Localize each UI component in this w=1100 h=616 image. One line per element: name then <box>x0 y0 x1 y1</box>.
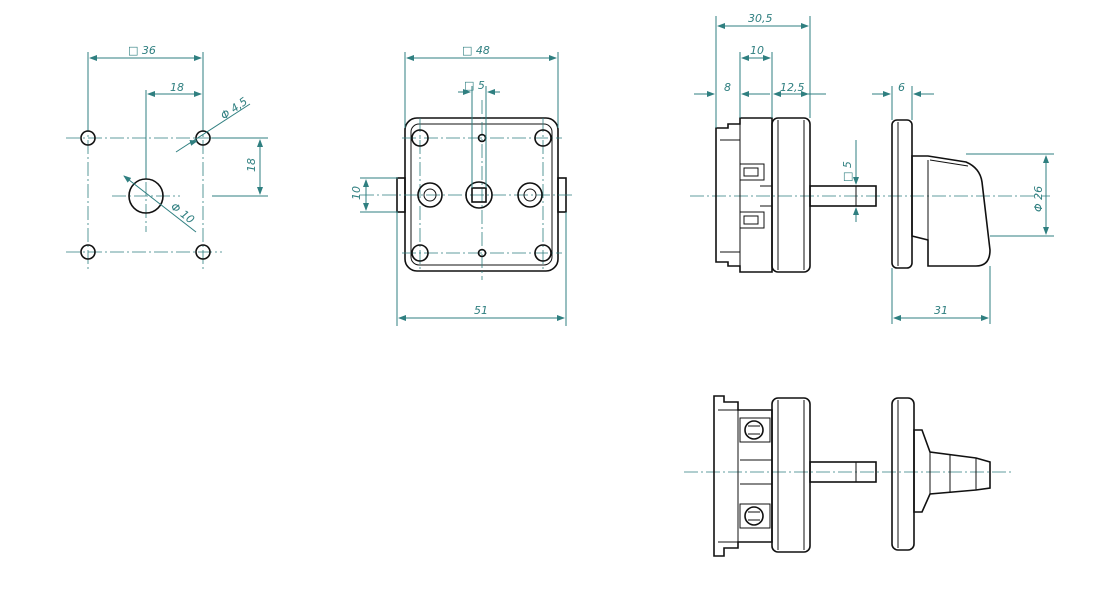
dim-side-base: 8 <box>724 81 731 94</box>
dim-front-shaft-square: □ 5 <box>464 79 485 92</box>
dim-front-square: □ 48 <box>462 44 490 57</box>
switch-body <box>715 117 773 273</box>
front-hole-top-right <box>534 129 552 147</box>
top-view <box>684 395 1014 557</box>
mount-center-hole <box>128 178 164 214</box>
dim-mount-center-dia: Φ 10 <box>168 200 197 226</box>
mount-hole-top-right <box>195 130 211 146</box>
dim-side-shaft-square: □ 5 <box>841 161 854 182</box>
top-shaft <box>809 461 877 483</box>
top-terminal-screw-upper <box>744 420 764 440</box>
terminal-screw-right <box>517 182 543 208</box>
dim-knob-dia: Φ 26 <box>1032 186 1045 212</box>
side-shaft <box>809 185 877 207</box>
front-hole-bottom-right <box>534 244 552 262</box>
dim-mount-half: 18 <box>170 81 184 94</box>
dim-knob-plate: 6 <box>898 81 905 94</box>
dim-side-body: 10 <box>750 44 764 57</box>
front-view: □ 48 □ 5 10 51 <box>350 44 572 326</box>
shaft-boss <box>465 181 493 209</box>
dim-front-slot-height: 10 <box>350 186 363 200</box>
front-hole-bottom-left <box>411 244 429 262</box>
top-knob-plate <box>891 397 915 551</box>
dim-mount-square: □ 36 <box>128 44 156 57</box>
dim-mount-vertical: 18 <box>245 158 258 172</box>
terminal-screw-left <box>417 182 443 208</box>
shaft-square <box>471 187 487 203</box>
front-hole-top-left <box>411 129 429 147</box>
mount-hole-top-left <box>80 130 96 146</box>
dim-mount-hole-dia: Φ 4,5 <box>218 95 250 123</box>
dim-front-width: 51 <box>474 304 488 317</box>
knob <box>911 155 991 267</box>
top-terminal-screw-lower <box>744 506 764 526</box>
dim-knob-length: 31 <box>934 304 948 317</box>
knob-plate <box>891 119 913 269</box>
mount-hole-bottom-right <box>195 244 211 260</box>
dim-side-depth: 30,5 <box>748 12 773 25</box>
mounting-hole-view: □ 36 18 18 Φ 4,5 Φ 10 <box>66 44 268 272</box>
top-knob <box>913 429 991 513</box>
dim-side-front-plate: 12,5 <box>780 81 805 94</box>
top-switch-body <box>713 395 773 557</box>
mount-hole-bottom-left <box>80 244 96 260</box>
side-view: 30,5 10 8 12,5 □ 5 6 Φ 26 31 <box>690 12 1054 324</box>
